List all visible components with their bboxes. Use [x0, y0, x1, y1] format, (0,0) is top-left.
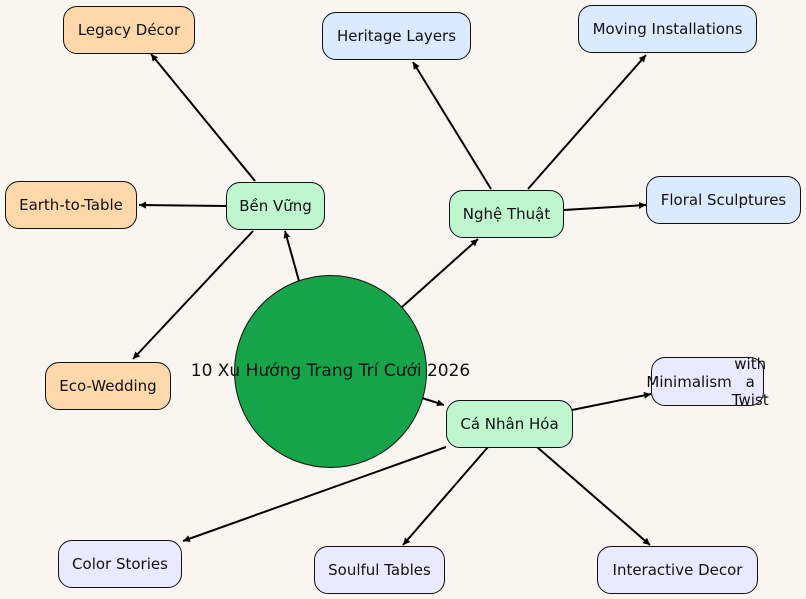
- edge-nghe-thuat-moving-installations: [527, 54, 647, 190]
- leaf-heritage-layers[interactable]: Heritage Layers: [322, 12, 471, 60]
- leaf-minimalism-with-a-twist[interactable]: Minimalism with a Twist: [646, 355, 768, 409]
- edge-center-ben-vung: [283, 230, 300, 282]
- leaf-color-stories[interactable]: Color Stories: [58, 540, 182, 588]
- edge-ca-nhan-hoa-minimalism: [571, 391, 652, 411]
- edge-center-nghe-thuat: [401, 238, 479, 308]
- leaf-legacy-decor[interactable]: Legacy Décor: [63, 6, 195, 54]
- leaf-floral-sculptures[interactable]: Floral Sculptures: [646, 176, 801, 224]
- center-topic-node[interactable]: 10 Xu Hướng Trang Trí Cưới 2026: [191, 275, 470, 468]
- leaf-moving-installations[interactable]: Moving Installations: [578, 5, 757, 53]
- edge-center-ca-nhan-hoa: [421, 397, 445, 407]
- leaf-minimalism-line-2: with a Twist: [731, 354, 769, 409]
- category-ca-nhan-hoa[interactable]: Cá Nhân Hóa: [446, 400, 573, 448]
- leaf-minimalism-line-1: Minimalism: [646, 372, 732, 391]
- edge-ca-nhan-hoa-soulful-tables: [402, 446, 489, 546]
- edge-ben-vung-earth-to-table: [138, 201, 227, 209]
- category-nghe-thuat[interactable]: Nghệ Thuật: [449, 190, 564, 238]
- edge-ben-vung-legacy-decor: [150, 53, 256, 182]
- leaf-earth-to-table[interactable]: Earth-to-Table: [5, 181, 137, 229]
- category-ben-vung[interactable]: Bền Vững: [226, 182, 325, 230]
- edge-ca-nhan-hoa-color-stories: [182, 446, 447, 542]
- edge-ca-nhan-hoa-interactive-decor: [536, 446, 651, 546]
- leaf-eco-wedding[interactable]: Eco-Wedding: [45, 362, 171, 410]
- leaf-soulful-tables[interactable]: Soulful Tables: [314, 546, 445, 594]
- edge-nghe-thuat-floral-sculptures: [563, 201, 647, 211]
- edge-ben-vung-eco-wedding: [132, 230, 254, 360]
- leaf-interactive-decor[interactable]: Interactive Decor: [597, 546, 758, 594]
- edge-nghe-thuat-heritage-layers: [412, 61, 492, 190]
